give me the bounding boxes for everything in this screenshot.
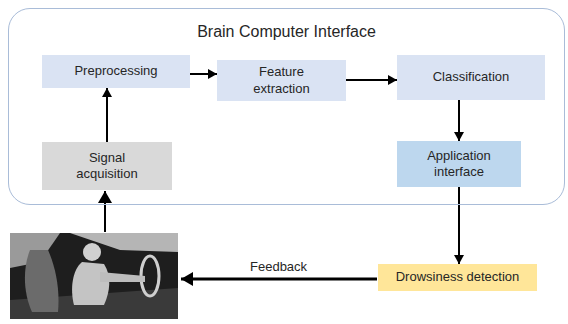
flow-arrow — [190, 73, 217, 75]
flow-arrow — [106, 88, 108, 142]
box-label: Signal acquisition — [58, 150, 156, 183]
driver-photo — [10, 233, 178, 319]
box-label: Drowsiness detection — [396, 269, 520, 285]
box-label: Application interface — [411, 148, 507, 181]
box-label: Preprocessing — [74, 63, 157, 79]
flow-arrow — [458, 187, 460, 264]
arrow-label: Feedback — [248, 259, 309, 274]
box-label: Classification — [433, 69, 510, 85]
signal-arrow — [104, 191, 106, 232]
output-box: Drowsiness detection — [378, 264, 537, 291]
feedback-arrow — [181, 278, 377, 281]
process-box: Feature extraction — [217, 60, 346, 101]
process-box: Application interface — [397, 141, 521, 187]
frame-title: Brain Computer Interface — [9, 22, 564, 42]
bci-frame: Brain Computer InterfacePreprocessing Fea… — [8, 8, 565, 205]
flow-arrow — [346, 79, 397, 81]
box-label: Feature extraction — [239, 64, 324, 97]
process-box: Preprocessing — [42, 55, 190, 88]
process-box: Classification — [397, 55, 545, 100]
input-box: Signal acquisition — [42, 142, 172, 190]
flow-arrow — [458, 100, 460, 141]
